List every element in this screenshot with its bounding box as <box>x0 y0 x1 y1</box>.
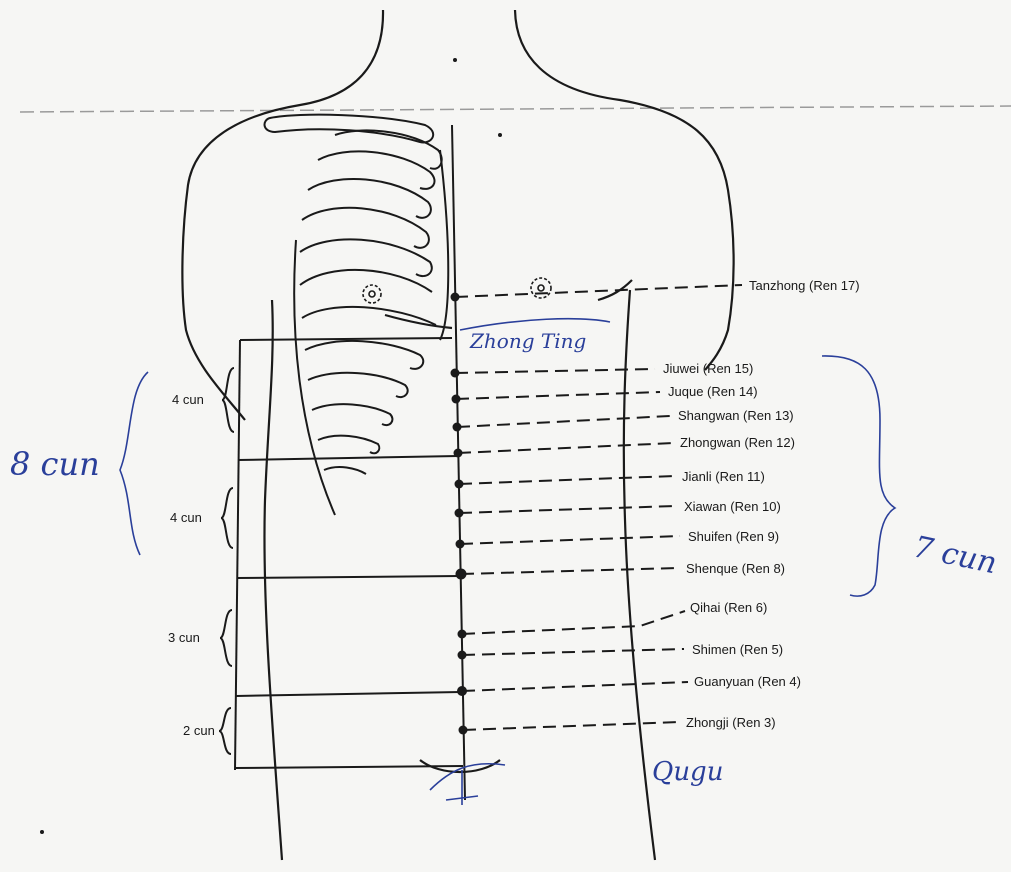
label-jiuwei: Jiuwei (Ren 15) <box>663 361 753 376</box>
left-nipple-marker <box>363 285 381 303</box>
cun-scale-vertical <box>235 340 240 770</box>
label-shimen: Shimen (Ren 5) <box>692 642 783 657</box>
rib-11 <box>318 436 379 454</box>
leader-shuifen <box>460 536 680 544</box>
rib-8 <box>305 341 423 369</box>
label-juque: Juque (Ren 14) <box>668 384 758 399</box>
rib-cage <box>265 115 449 515</box>
left-pen-brace <box>120 372 148 555</box>
cun-line-umbilicus <box>237 576 460 578</box>
rib-12 <box>324 467 366 474</box>
cun-brackets <box>219 338 463 770</box>
dot-juque <box>452 395 461 404</box>
speck <box>40 830 44 834</box>
leader-shangwan <box>457 416 670 427</box>
rib-2 <box>318 151 435 189</box>
sternum-edge <box>440 150 448 340</box>
cun-brace-2 <box>221 488 233 548</box>
dot-shimen <box>458 651 467 660</box>
speck <box>453 58 457 62</box>
cun-label-3: 3 cun <box>168 630 200 645</box>
right-nipple-dot <box>538 285 544 291</box>
leader-zhongwan <box>458 443 674 453</box>
dot-jianli <box>455 480 464 489</box>
leader-zhongji <box>463 722 680 730</box>
dot-zhongwan <box>454 449 463 458</box>
cun-line-pubis <box>235 766 463 768</box>
label-shuifen: Shuifen (Ren 9) <box>688 529 779 544</box>
rib-3 <box>308 179 431 218</box>
label-zhongji: Zhongji (Ren 3) <box>686 715 776 730</box>
rib-9 <box>308 373 408 397</box>
cun-label-1: 4 cun <box>172 392 204 407</box>
label-shangwan: Shangwan (Ren 13) <box>678 408 794 423</box>
label-qihai: Qihai (Ren 6) <box>690 600 767 615</box>
leader-shenque <box>461 568 678 574</box>
handwritten-qugu: Qugu <box>652 757 723 787</box>
handwritten-7cun: 7 cun <box>910 530 1000 582</box>
handwritten-8cun: 8 cun <box>10 445 100 483</box>
right-nipple-marker <box>531 278 551 298</box>
leader-juque <box>456 392 660 399</box>
clavicle <box>265 115 434 143</box>
cun-line-mid-upper <box>238 456 458 460</box>
cun-label-2: 4 cun <box>170 510 202 525</box>
label-shenque: Shenque (Ren 8) <box>686 561 785 576</box>
speck <box>498 133 502 137</box>
leader-xiawan <box>459 506 676 513</box>
cun-brace-4 <box>219 708 231 754</box>
leader-guanyuan <box>462 682 688 691</box>
fold-line <box>20 106 1011 112</box>
anterior-midline <box>452 125 465 800</box>
label-xiawan: Xiawan (Ren 10) <box>684 499 781 514</box>
right-shoulder-contour <box>515 10 734 370</box>
dot-zhongji <box>459 726 468 735</box>
dot-shenque <box>456 569 467 580</box>
dot-qihai <box>458 630 467 639</box>
label-jianli: Jianli (Ren 11) <box>682 469 765 484</box>
label-zhongwan: Zhongwan (Ren 12) <box>680 435 795 450</box>
dot-xiawan <box>455 509 464 518</box>
left-flank-contour <box>264 300 282 860</box>
leader-jianli <box>459 476 674 484</box>
left-nipple-dot <box>369 291 375 297</box>
right-pen-brace <box>822 356 895 596</box>
right-flank-contour <box>624 290 655 860</box>
dot-guanyuan <box>457 686 467 696</box>
dot-tanzhong <box>451 293 460 302</box>
rib-1 <box>335 130 442 168</box>
leader-shimen <box>462 649 684 655</box>
cun-label-4: 2 cun <box>183 723 215 738</box>
dot-jiuwei <box>451 369 460 378</box>
label-guanyuan: Guanyuan (Ren 4) <box>694 674 801 689</box>
leader-qihai <box>462 611 685 634</box>
rib-10 <box>312 404 392 425</box>
dot-shangwan <box>453 423 462 432</box>
handwritten-zhongting: Zhong Ting <box>469 329 586 353</box>
left-shoulder-contour <box>182 10 383 420</box>
leader-tanzhong <box>455 285 742 297</box>
rib-6 <box>300 270 432 292</box>
label-tanzhong: Tanzhong (Ren 17) <box>749 278 860 293</box>
cun-brace-3 <box>220 610 232 666</box>
dot-shuifen <box>456 540 465 549</box>
